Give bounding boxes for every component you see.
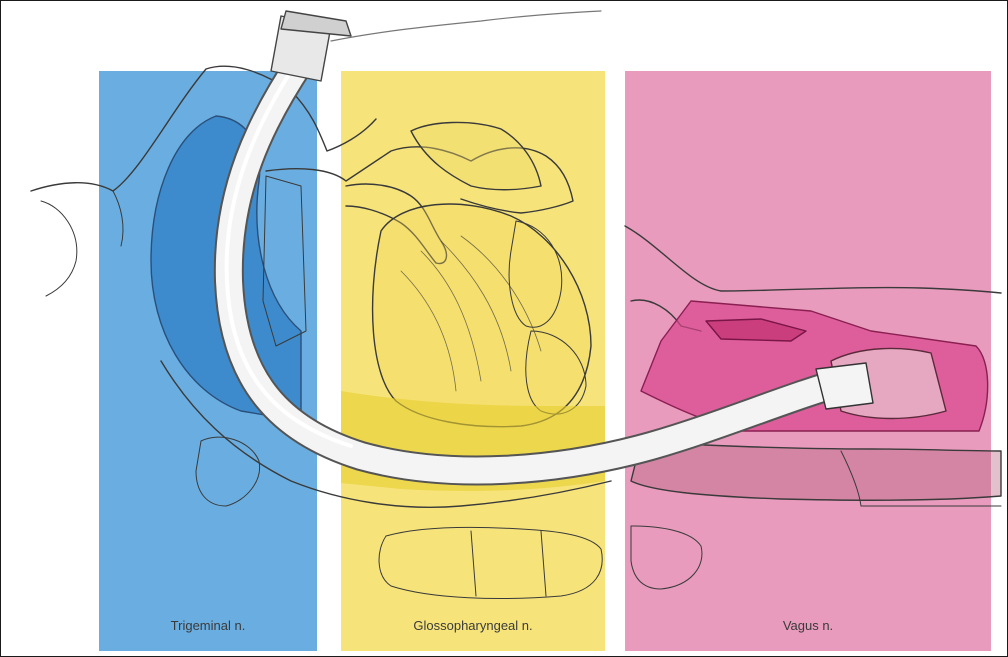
tube-tip [816,363,873,409]
lower-spine-shape [631,526,702,589]
vertebra-shape [379,527,602,598]
neck-outline [625,226,1001,293]
sphenoid-shape [411,122,541,189]
hyoid-shape [196,437,260,506]
nostril-line [41,201,77,296]
vertebra-divider-lines [471,531,546,596]
tongue-shape [373,204,591,427]
pilot-line [331,11,601,41]
lip-detail [113,191,123,246]
